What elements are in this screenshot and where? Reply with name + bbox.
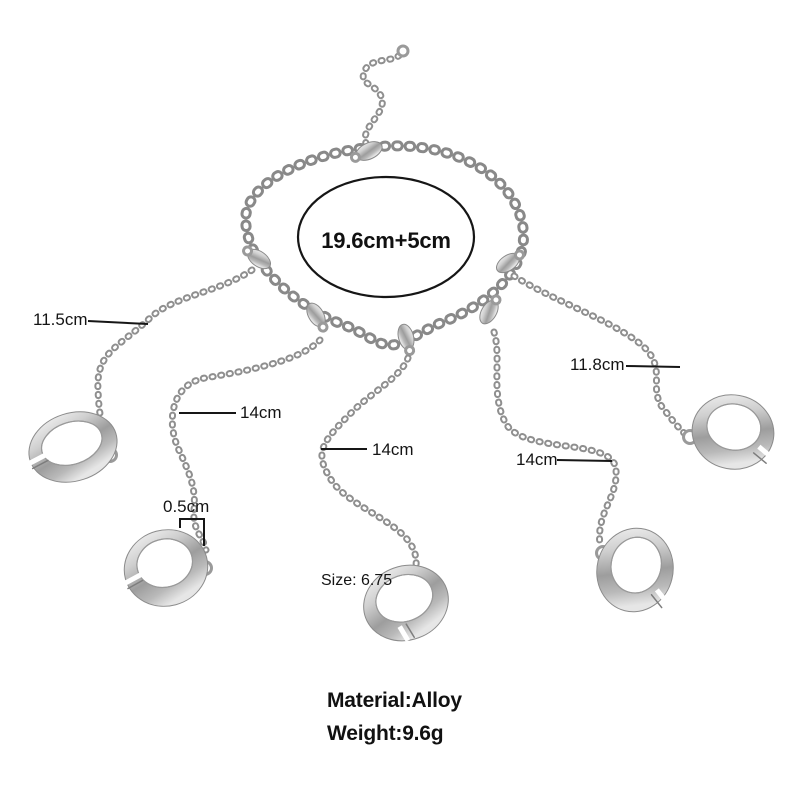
ring-gap-label: 0.5cm	[163, 497, 210, 516]
lobster-clasp-bottom-right	[479, 294, 502, 325]
lobster-clasp-right	[496, 249, 525, 274]
ring-3	[363, 564, 449, 642]
measurement-fourth-chain: 14cm	[516, 450, 558, 469]
measurement-left-chain: 11.5cm	[33, 310, 88, 329]
ring-1	[28, 411, 118, 483]
dimension-lines	[87, 320, 681, 546]
material-label: Material:Alloy	[327, 689, 462, 712]
finger-chain-5	[510, 272, 692, 441]
measurement-second-chain: 14cm	[240, 403, 282, 422]
finger-chain-4	[490, 328, 620, 549]
weight-label: Weight:9.6g	[327, 722, 444, 745]
lobster-clasp-left	[242, 245, 271, 270]
extender-chain	[359, 44, 410, 155]
ring-5	[691, 394, 775, 470]
ring-2	[123, 529, 209, 607]
lobster-clasp-bottom-left	[306, 302, 329, 333]
ring-4	[596, 527, 674, 613]
ring-gap-bracket	[179, 518, 205, 546]
lobster-clasp-top	[349, 141, 383, 163]
ring-size-label: Size: 6.75	[321, 572, 393, 589]
finger-chain-1	[94, 266, 256, 434]
bracelet-length-label: 19.6cm+5cm	[321, 228, 451, 253]
finger-chain-3	[318, 354, 420, 570]
lobster-clasp-bottom-center	[397, 323, 416, 357]
bracelet-size-oval	[296, 175, 476, 299]
measurement-right-chain: 11.8cm	[570, 355, 625, 374]
measurement-middle-chain: 14cm	[372, 440, 414, 459]
finger-chain-2	[168, 336, 324, 554]
extender-end-link	[396, 44, 410, 58]
